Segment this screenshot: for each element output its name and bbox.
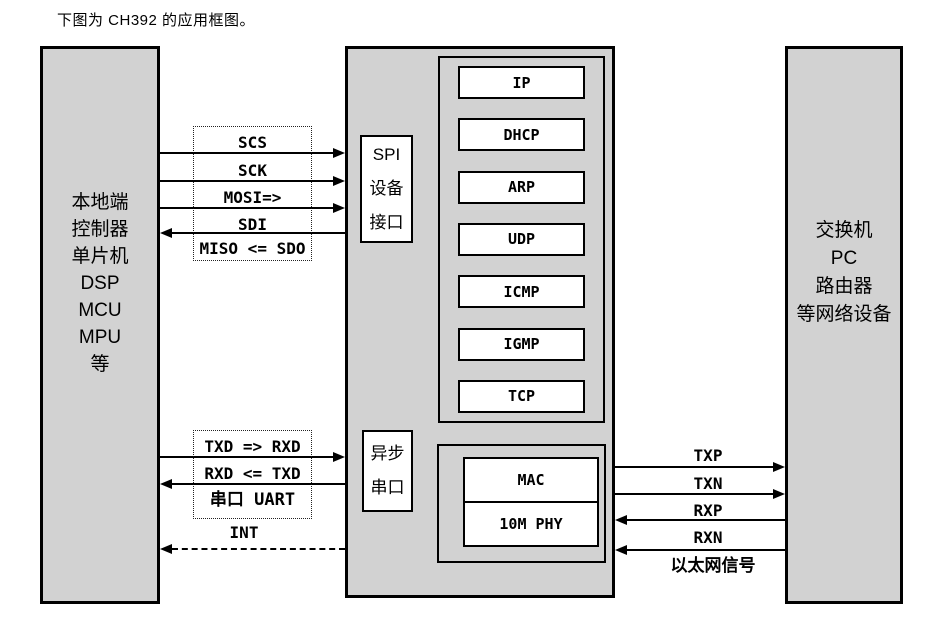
- signal-line-txn: [615, 493, 773, 495]
- signal-line-miso-sdo: [172, 232, 345, 234]
- signal-label-txn: TXN: [693, 474, 723, 493]
- local-controller-block: [40, 46, 160, 604]
- arrow-left-icon: [615, 515, 627, 525]
- signal-line-sck: [160, 180, 333, 182]
- signal-label-rxd-txd: RXD <= TXD: [204, 464, 301, 483]
- signal-label-uart: 串口 UART: [209, 490, 296, 510]
- async-serial-line: 异步: [370, 444, 405, 463]
- signal-line-rxp: [627, 519, 785, 521]
- network-devices-block: [785, 46, 903, 604]
- arrow-right-icon: [333, 148, 345, 158]
- local-controller-line: DSP: [80, 273, 120, 294]
- arrow-right-icon: [773, 489, 785, 499]
- spi-interface-line: 设备: [369, 179, 404, 198]
- local-controller-line: 本地端: [71, 192, 129, 213]
- protocol-box-icmp: ICMP: [458, 275, 585, 309]
- signal-label-sck: SCK: [238, 161, 267, 180]
- local-controller-line: 等: [90, 354, 110, 375]
- network-device-line: 等网络设备: [796, 304, 892, 325]
- spi-interface-line: SPI: [372, 145, 401, 164]
- signal-label-rxp: RXP: [693, 501, 723, 520]
- diagram-caption: 下图为 CH392 的应用框图。: [57, 12, 256, 29]
- local-controller-line: MCU: [78, 300, 122, 321]
- signal-label-scs: SCS: [238, 133, 267, 152]
- spi-interface-box: SPI 设备 接口: [360, 135, 413, 243]
- uart-signals-dotted-frame: [193, 430, 312, 519]
- network-devices-labels: 交换机 PC 路由器 等网络设备: [785, 217, 903, 329]
- protocol-box-arp: ARP: [458, 170, 585, 204]
- arrow-left-icon: [160, 544, 172, 554]
- signal-label-ethernet: 以太网信号: [670, 556, 756, 576]
- mac-phy-box: MAC 10M PHY: [463, 457, 599, 547]
- signal-line-scs: [160, 152, 333, 154]
- async-serial-line: 串口: [370, 478, 405, 497]
- network-device-line: PC: [830, 248, 858, 269]
- signal-label-txp: TXP: [693, 446, 723, 465]
- local-controller-line: 控制器: [71, 219, 129, 240]
- signal-line-int-dashed: [172, 548, 345, 550]
- signal-label-mosi: MOSI=>: [223, 188, 282, 207]
- network-device-line: 路由器: [815, 276, 873, 297]
- protocol-box-ip: IP: [458, 66, 585, 99]
- arrow-left-icon: [160, 228, 172, 238]
- signal-label-rxn: RXN: [693, 528, 723, 547]
- local-controller-line: MPU: [78, 327, 122, 348]
- protocol-box-tcp: TCP: [458, 379, 585, 413]
- arrow-left-icon: [615, 545, 627, 555]
- phy-box: 10M PHY: [499, 515, 563, 533]
- signal-line-mosi-sdi: [160, 207, 333, 209]
- signal-label-miso-sdo: MISO <= SDO: [199, 239, 306, 258]
- local-controller-line: 单片机: [71, 246, 129, 267]
- signal-line-rxd: [172, 483, 345, 485]
- spi-signals-dotted-frame: [193, 126, 312, 261]
- signal-label-txd-rxd: TXD => RXD: [204, 437, 301, 456]
- network-device-line: 交换机: [815, 220, 873, 241]
- signal-label-int: INT: [229, 523, 259, 542]
- protocol-box-udp: UDP: [458, 222, 585, 256]
- mac-box: MAC: [465, 459, 597, 503]
- protocol-box-dhcp: DHCP: [458, 118, 585, 152]
- arrow-right-icon: [773, 462, 785, 472]
- arrow-right-icon: [333, 176, 345, 186]
- signal-label-sdi: SDI: [238, 215, 267, 234]
- arrow-left-icon: [160, 479, 172, 489]
- arrow-right-icon: [333, 203, 345, 213]
- local-controller-labels: 本地端 控制器 单片机 DSP MCU MPU 等: [40, 189, 160, 378]
- async-serial-box: 异步 串口: [362, 430, 413, 512]
- signal-line-txd: [160, 456, 333, 458]
- signal-line-txp: [615, 466, 773, 468]
- protocol-box-igmp: IGMP: [458, 327, 585, 361]
- protocol-stack-container: IP DHCP ARP UDP ICMP IGMP TCP: [438, 56, 605, 423]
- spi-interface-line: 接口: [369, 213, 404, 232]
- arrow-right-icon: [333, 452, 345, 462]
- signal-line-rxn: [627, 549, 785, 551]
